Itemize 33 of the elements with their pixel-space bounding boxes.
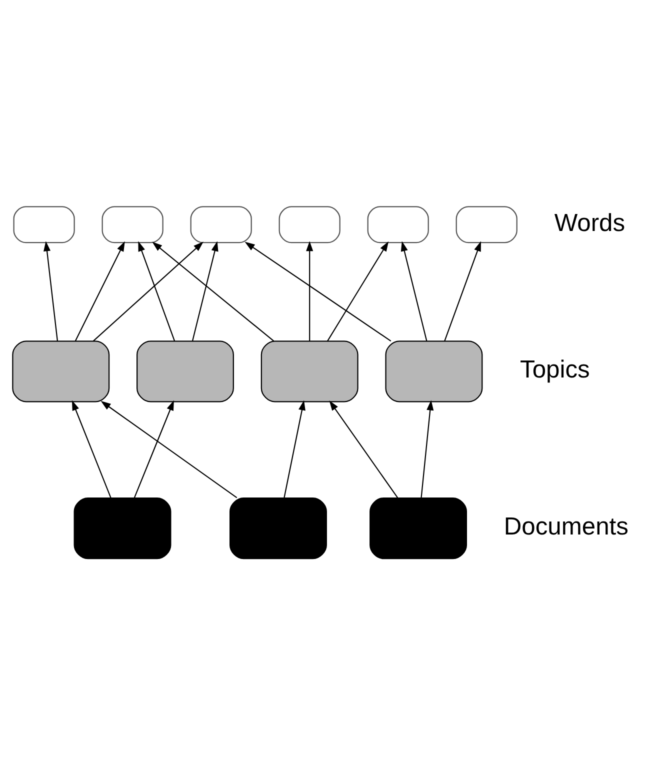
- node-box: [102, 206, 164, 244]
- label: Documents: [504, 514, 628, 541]
- arrow: [100, 400, 238, 498]
- node-box: [74, 497, 172, 560]
- arrow: [306, 241, 314, 342]
- arrow: [134, 400, 174, 498]
- arrow: [244, 242, 392, 342]
- node-box: [370, 497, 467, 560]
- arrow: [44, 241, 58, 342]
- node-box: [278, 206, 340, 244]
- arrow: [72, 400, 112, 498]
- node-box: [385, 340, 483, 402]
- label: Words: [554, 210, 626, 237]
- arrow: [92, 242, 204, 342]
- node-box: [190, 206, 252, 244]
- node-box: [230, 497, 327, 560]
- node-box: [12, 340, 110, 402]
- node-box: [136, 340, 234, 402]
- arrow: [74, 241, 125, 342]
- label: Topics: [520, 356, 590, 384]
- arrow: [138, 241, 176, 342]
- arrow: [327, 241, 389, 342]
- arrow: [329, 400, 398, 498]
- node-box: [456, 206, 518, 244]
- node-box: [367, 206, 429, 244]
- node-box: [13, 206, 75, 244]
- arrow: [192, 241, 218, 342]
- arrow: [152, 242, 274, 342]
- arrow: [444, 241, 481, 342]
- arrow: [420, 400, 434, 498]
- node-box: [260, 340, 358, 402]
- arrow: [284, 400, 306, 498]
- arrow: [400, 241, 428, 342]
